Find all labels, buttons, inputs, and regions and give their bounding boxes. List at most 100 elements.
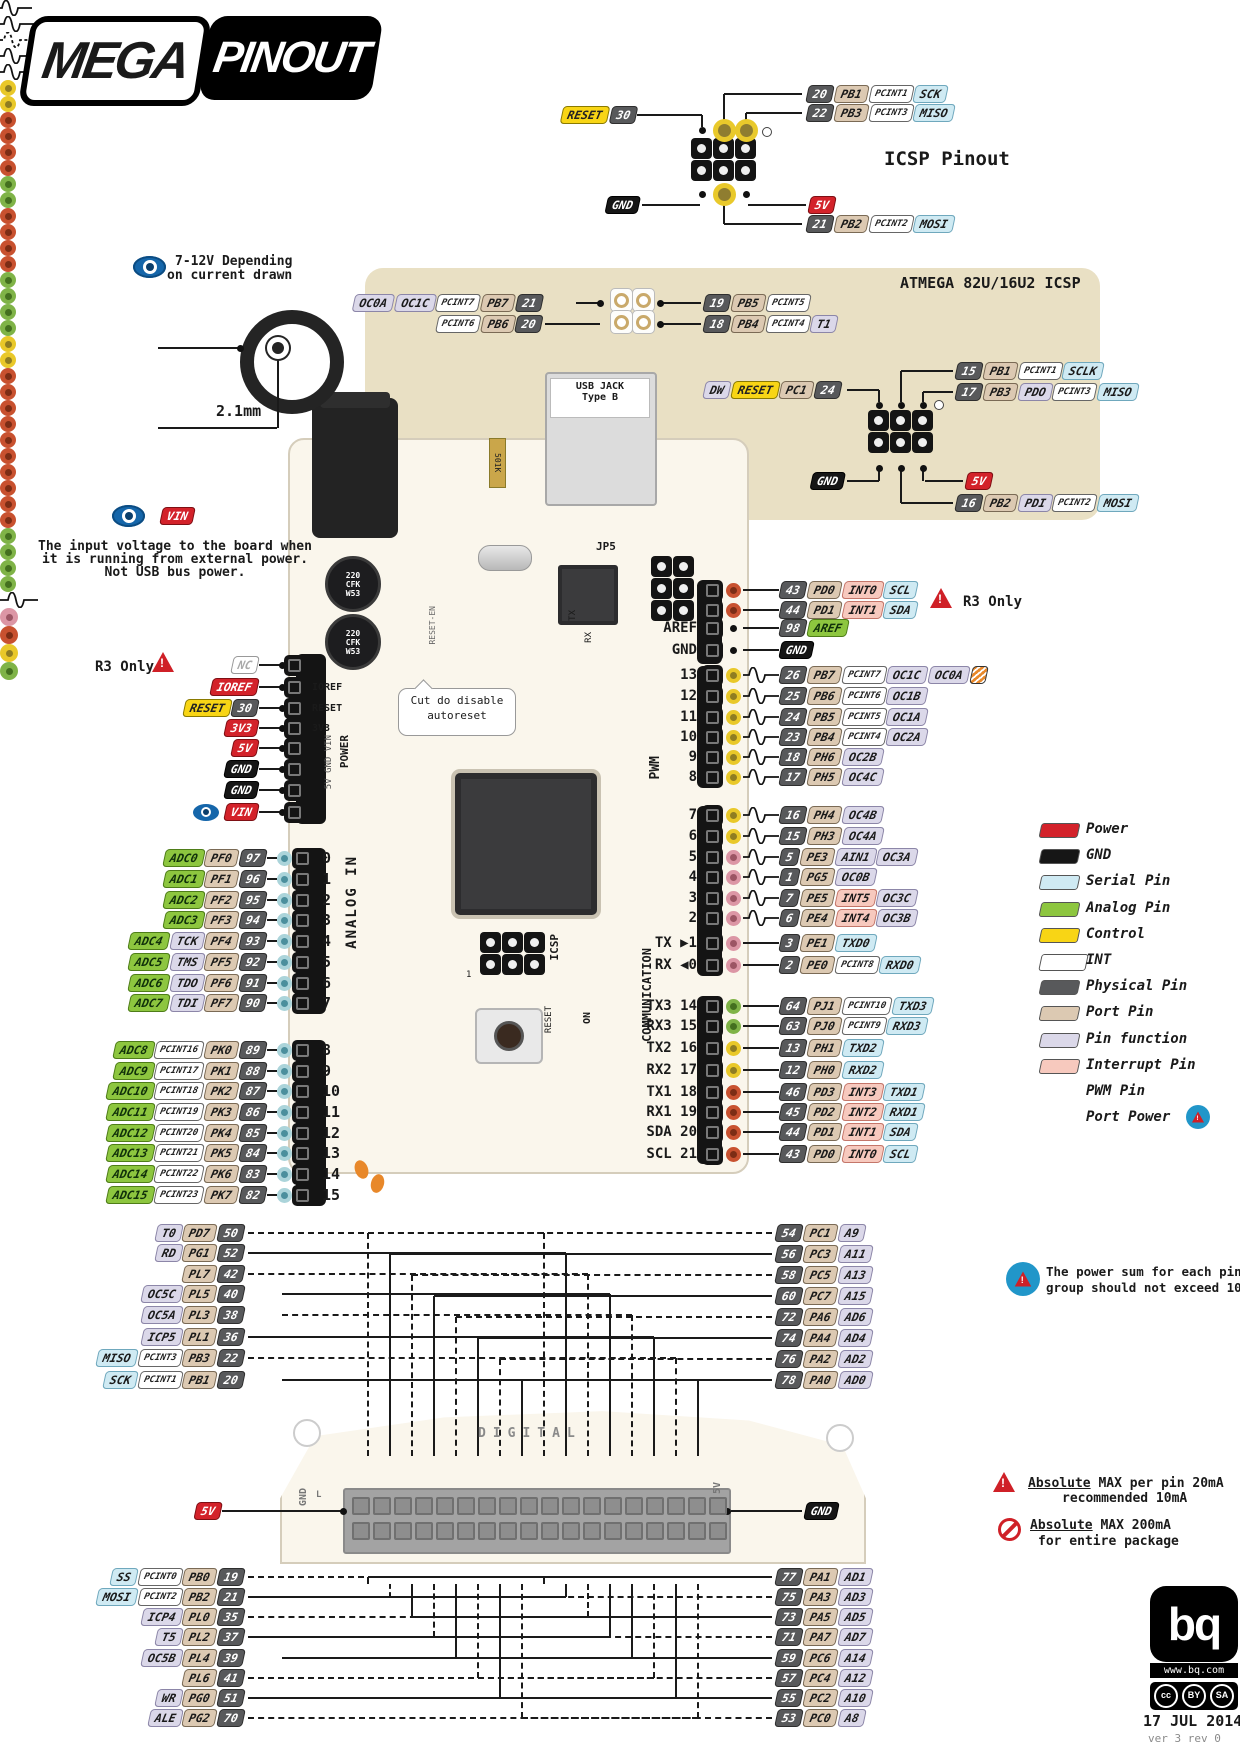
connector-line [729, 1510, 802, 1512]
legend-label: GND [1086, 847, 1112, 864]
legend-label: PWM Pin [1086, 1083, 1146, 1099]
pwm-squiggle-icon [743, 849, 779, 865]
chip-pk1: PK1 [203, 1062, 241, 1080]
chip-oc1b: OC1B [885, 687, 929, 705]
chip-35: 35 [216, 1608, 246, 1626]
pin-dot-slot [723, 729, 743, 745]
chip-wr: WR [153, 1689, 184, 1707]
pin-dot [0, 368, 16, 384]
pin-dot-center [729, 1150, 737, 1158]
pin-dot [0, 256, 16, 272]
header-pin [702, 706, 723, 728]
connector-line [922, 392, 924, 402]
pwm-squiggle-icon [743, 890, 779, 906]
header-grid-pin [610, 288, 633, 312]
chip-98: 98 [778, 619, 808, 637]
pin-dot-center [281, 979, 288, 987]
pin-dot-center [4, 404, 12, 412]
chip-20: 20 [514, 315, 544, 333]
pin-dot [0, 644, 18, 662]
chip-21: 21 [216, 1588, 246, 1606]
chip-92: 92 [238, 953, 268, 971]
pin-dot-center [729, 873, 737, 881]
autoreset-note-bubble: Cut do disable autoreset [398, 688, 516, 736]
header-pin [702, 1081, 723, 1103]
reset-button[interactable] [475, 1008, 543, 1064]
chip-17: 17 [954, 383, 984, 401]
chip-adc6: ADC6 [126, 974, 171, 992]
lead-line [743, 1111, 779, 1113]
pin-dot-center [4, 340, 12, 348]
legend-swatch-se [1038, 875, 1081, 891]
chip-44: 44 [778, 1123, 808, 1141]
pwm-squiggle-icon [0, 0, 1240, 16]
chip-pl3: PL3 [181, 1306, 219, 1324]
connector-line [565, 1253, 567, 1456]
header-grid-pin [651, 600, 672, 621]
eye-icon [133, 256, 166, 278]
chip-pa4: PA4 [801, 1329, 839, 1347]
lead-line [267, 1132, 277, 1134]
chip-row: 5V [193, 1502, 223, 1520]
pin-dot-center [4, 580, 12, 588]
connector-line [697, 1380, 699, 1456]
chip-row: GND [803, 1502, 840, 1520]
pin-dot-slot [723, 828, 743, 844]
board-printed-label: IOREF [312, 681, 343, 693]
connector-line [478, 1337, 772, 1339]
pin-dot [725, 935, 741, 951]
header-grid-pin [912, 432, 933, 453]
connector-line [477, 1584, 479, 1678]
pin-dot [277, 871, 292, 887]
pwm-squiggle-icon [0, 32, 1240, 48]
header-pin [702, 664, 723, 686]
chip-20: 20 [216, 1371, 246, 1389]
connector-line [455, 1317, 457, 1456]
chip-pb4: PB4 [729, 315, 767, 333]
lead-line [743, 942, 779, 944]
chip-pcint2: PCINT2 [136, 1588, 184, 1606]
chip-pcint5: PCINT5 [764, 294, 812, 312]
header-grid-pin [651, 556, 672, 577]
analog-pin-number: 0 [322, 849, 332, 867]
pin-dot-slot [723, 807, 743, 823]
digital-header-pin [394, 1497, 412, 1515]
solder-dot [236, 344, 244, 352]
chip-94: 94 [238, 911, 268, 929]
chip-pcint9: PCINT9 [840, 1017, 888, 1035]
pin-dot-center [729, 894, 737, 902]
pin-dot [0, 512, 16, 528]
supply-note-line2: on current drawn [167, 268, 293, 283]
chip-45: 45 [778, 1103, 808, 1121]
legend-label: Control [1086, 925, 1146, 942]
connector-line [521, 1380, 523, 1456]
header-pin [284, 801, 305, 823]
solder-dot [723, 1507, 731, 1515]
pin-dot [277, 1145, 292, 1161]
header-pin [702, 1101, 723, 1123]
chip-pcint21: PCINT21 [153, 1144, 206, 1162]
pin-dot-slot [723, 709, 743, 725]
icsp-pin1-label: 1 [466, 970, 472, 980]
chip-pcint18: PCINT18 [153, 1082, 206, 1100]
chip-oc0b: OC0B [833, 868, 878, 886]
digital-header-pin [352, 1497, 370, 1515]
header-pin [292, 1039, 313, 1061]
chip-pf6: PF6 [203, 974, 241, 992]
chip-txd0: TXD0 [833, 934, 878, 952]
chip-t5: T5 [153, 1628, 184, 1646]
pin-dot [277, 1063, 292, 1079]
chip-pd2: PD2 [805, 1103, 843, 1121]
bq-logo: bq [1150, 1586, 1238, 1662]
pin-dot [725, 688, 741, 704]
